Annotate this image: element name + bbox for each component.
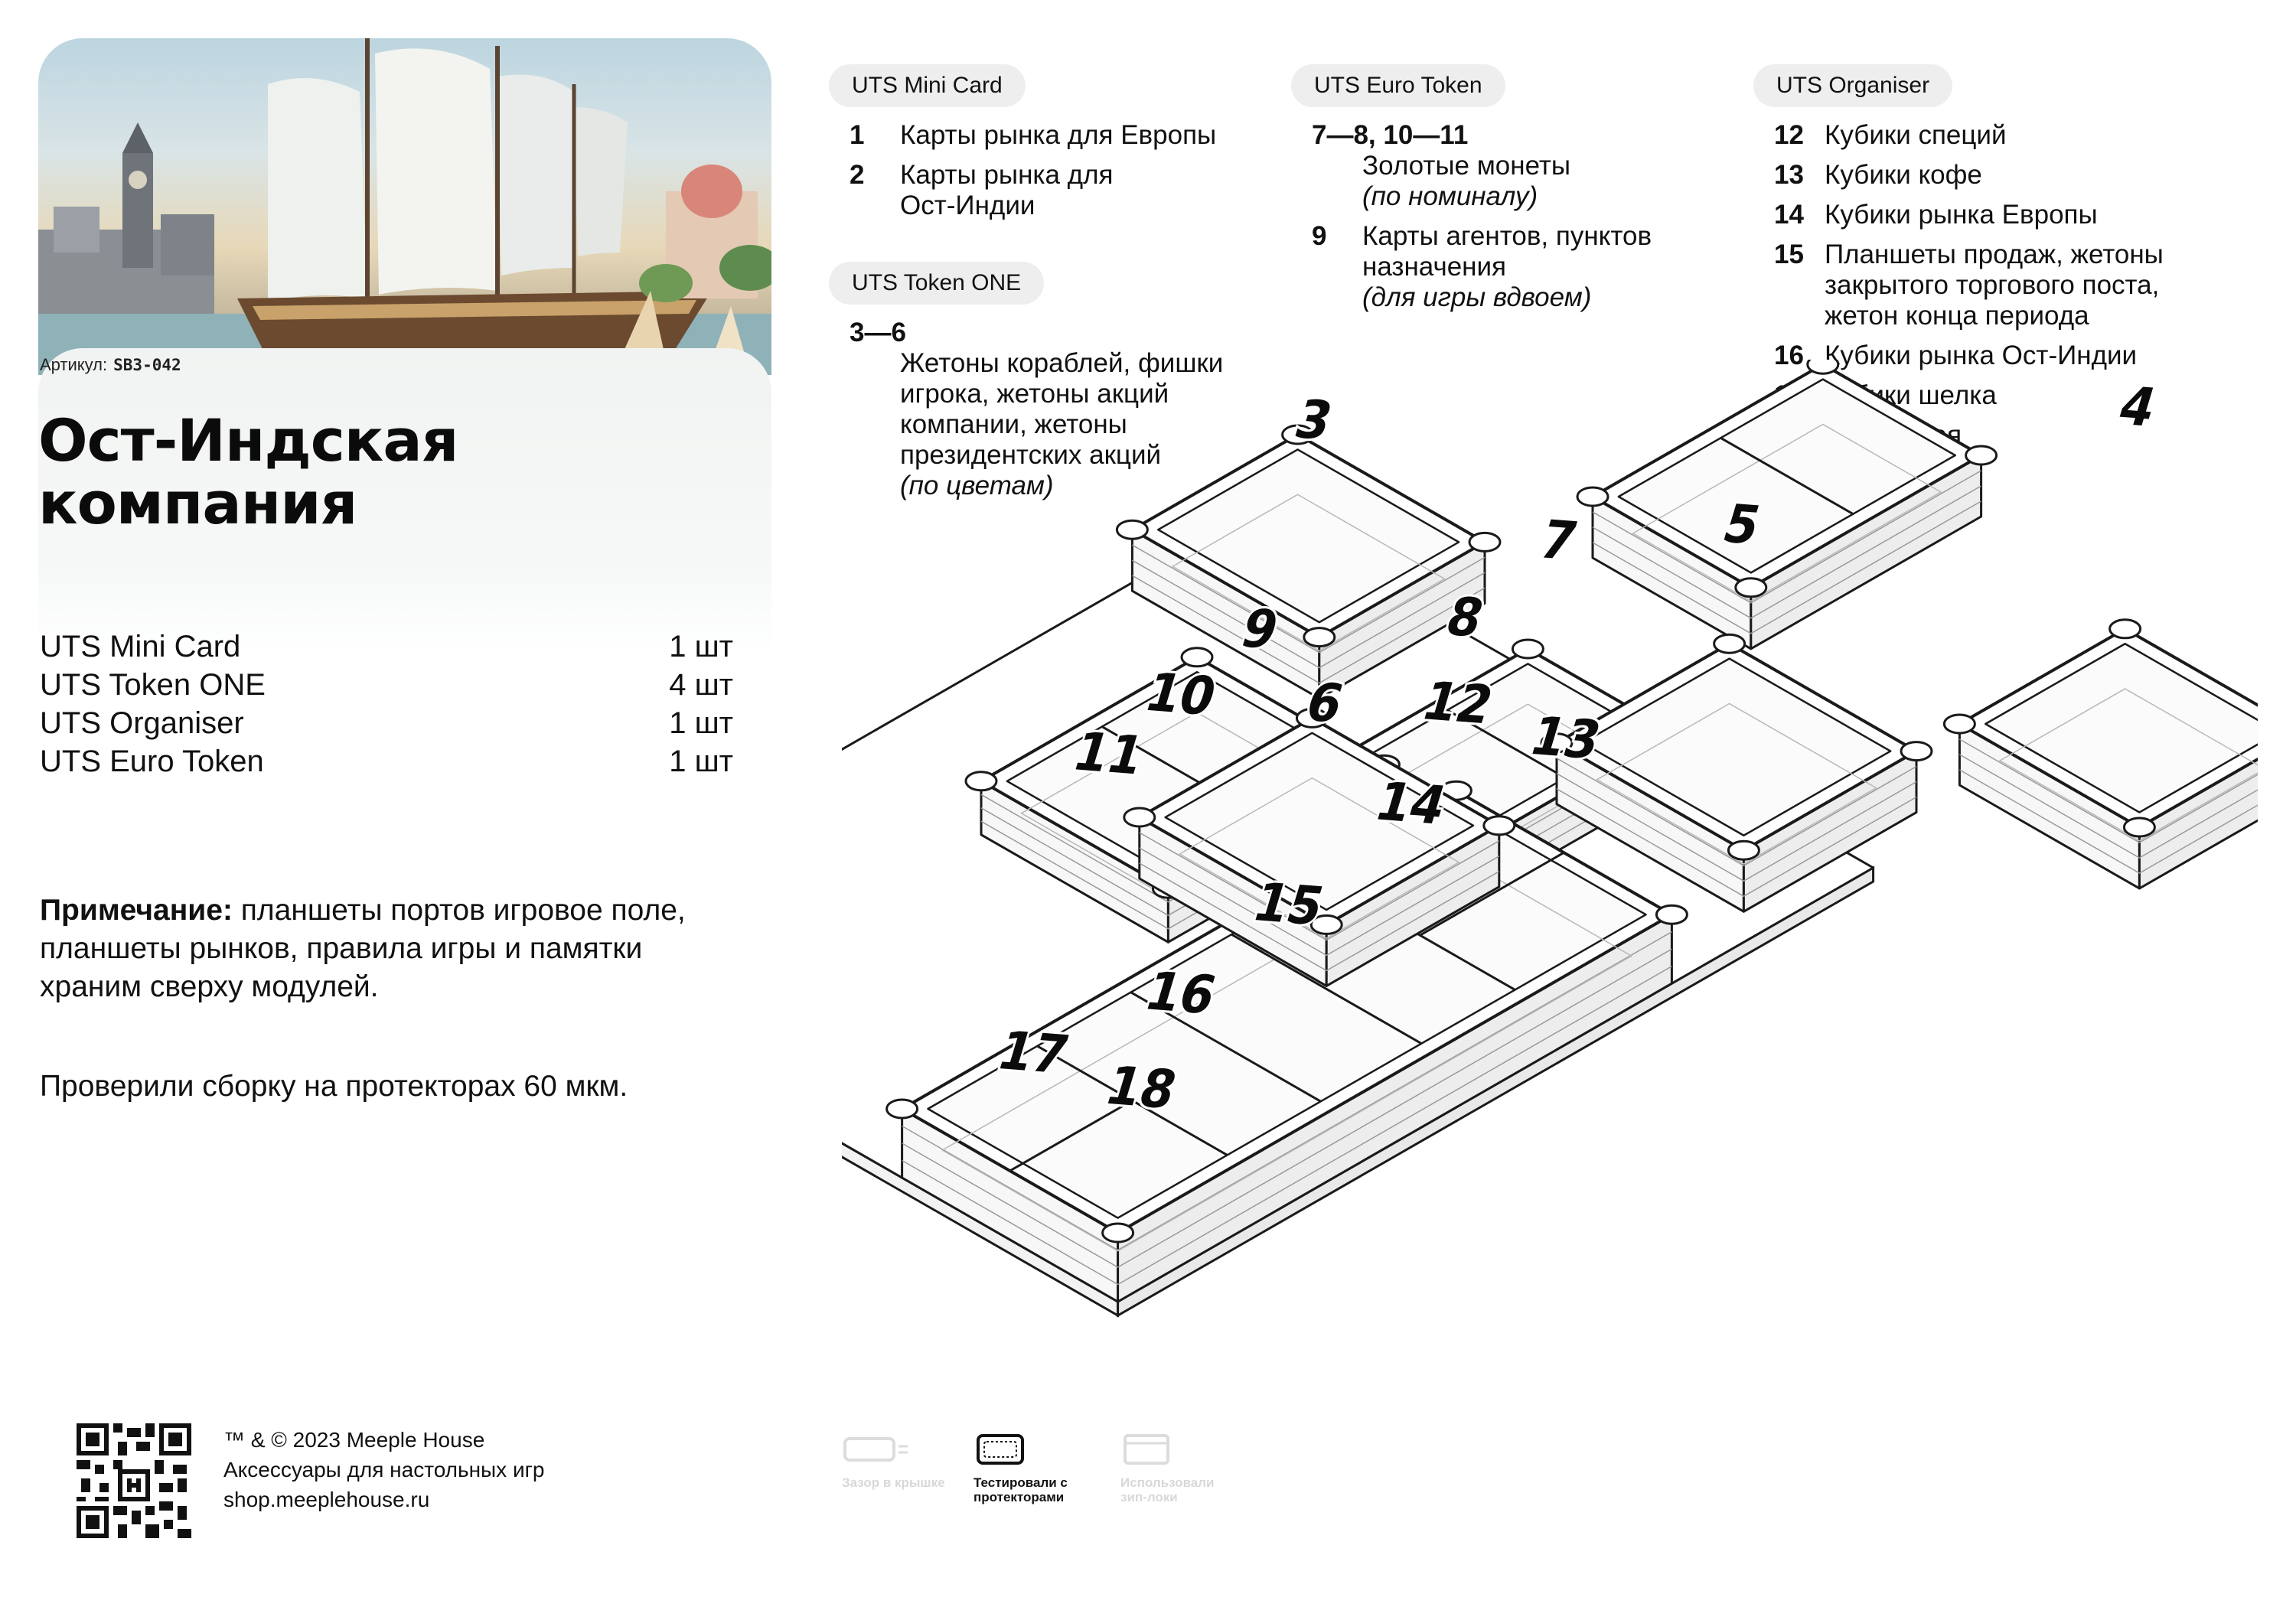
contents-name: UTS Mini Card <box>40 630 241 663</box>
lid-gap-icon <box>843 1437 908 1462</box>
compartment-label-4: 4 <box>2112 376 2163 438</box>
badge-label: Зазор в крышке <box>842 1475 945 1490</box>
legend-title-organiser: UTS Organiser <box>1753 64 1953 107</box>
card-sleeve-icon <box>977 1434 1024 1465</box>
tray-token-5 <box>1540 633 1933 913</box>
badge-label: Тестировали с протекторами <box>974 1475 1068 1504</box>
compartment-label-3: 3 <box>1288 389 1339 451</box>
contents-qty: 1 шт <box>669 630 733 663</box>
sku: Артикул: SB3-042 <box>40 355 181 375</box>
contents-qty: 1 шт <box>669 745 733 778</box>
copyright: ™ & © 2023 Meeple House <box>223 1428 485 1452</box>
qr-code-icon[interactable] <box>77 1423 191 1538</box>
legend-item: 16 Кубики рынка Ост-Индии <box>1774 341 2233 371</box>
sku-value: SB3-042 <box>113 356 181 374</box>
tray-organiser <box>885 780 1688 1303</box>
legend-range: 3—6 <box>850 318 906 347</box>
tray-token-3 <box>1115 424 1502 700</box>
contents-row: UTS Token ONE 4 шт <box>40 666 733 704</box>
legend-text: Планшеты продаж, жетоны закрытого торгов… <box>1825 240 2164 331</box>
legend-title-token-one: UTS Token ONE <box>829 262 1045 305</box>
compartment-label-7: 7 <box>1533 509 1584 572</box>
badge-protectors: Тестировали с протекторами <box>974 1431 1088 1504</box>
legend-item: 15 Планшеты продаж, жетоны закрытого торг… <box>1774 240 2233 331</box>
legend-item: 1 Карты рынка для Европы <box>850 120 1278 151</box>
tray-mini-card <box>1576 360 1998 650</box>
ship-harbor-illustration <box>38 38 771 375</box>
tray-token-4 <box>1942 618 2258 890</box>
contents-name: UTS Organiser <box>40 706 244 740</box>
tray-token-6 <box>1123 707 1516 987</box>
legend-num: 13 <box>1774 160 1804 190</box>
legend-item: 9 Карты агентов, пунктов назначения <box>1312 221 1725 282</box>
zip-lock-icon <box>1124 1434 1169 1465</box>
note-text: планшеты портов игровое поле, планшеты р… <box>40 894 686 1003</box>
legend-num: 14 <box>1774 200 1804 230</box>
legend-num: 15 <box>1774 240 1804 269</box>
hero-illustration <box>38 38 771 375</box>
legend-mini-card: 1 Карты рынка для Европы 2 Карты рынка для… <box>850 120 1278 230</box>
legend-item: 13 Кубики кофе <box>1774 160 2233 191</box>
contents-row: UTS Mini Card 1 шт <box>40 627 733 666</box>
contents-row: UTS Euro Token 1 шт <box>40 742 733 781</box>
legend-item: 14 Кубики рынка Европы <box>1774 200 2233 230</box>
legend-num: 2 <box>850 160 865 190</box>
note: Примечание: планшеты портов игровое поле… <box>40 892 698 1006</box>
legend-text: Карты рынка для Европы <box>900 120 1217 150</box>
legend-title-euro-token: UTS Euro Token <box>1291 64 1505 107</box>
contents-name: UTS Euro Token <box>40 745 264 778</box>
badge-lid-gap: Зазор в крышке <box>842 1431 957 1490</box>
sku-label: Артикул: <box>40 355 108 374</box>
compartment-label-12: 12 <box>1415 670 1500 736</box>
title-line-1: Ост-Индская <box>38 406 458 474</box>
legend-text: Золотые монеты <box>1362 151 1571 181</box>
legend-note: (для игры вдвоем) <box>1362 282 1592 312</box>
contents-qty: 4 шт <box>669 668 733 702</box>
legend-euro-token: 7—8, 10—11 Золотые монеты (по номиналу) … <box>1312 120 1725 313</box>
product-card <box>38 38 771 1561</box>
legend-num: 16 <box>1774 341 1804 370</box>
legend-range: 7—8, 10—11 <box>1312 120 1469 150</box>
legend-text: Карты рынка для Ост-Индии <box>900 160 1114 220</box>
note-label: Примечание: <box>40 894 233 927</box>
legend-num: 9 <box>1312 221 1327 251</box>
legend-text: Карты агентов, пунктов назначения <box>1362 221 1652 282</box>
tagline: Аксессуары для настольных игр <box>223 1458 545 1482</box>
badge-label: Использовали зип-локи <box>1120 1475 1215 1504</box>
contents-name: UTS Token ONE <box>40 668 266 702</box>
legend-text: Кубики рынка Европы <box>1825 200 2098 230</box>
contents-list: UTS Mini Card 1 шт UTS Token ONE 4 шт UTS … <box>40 627 733 781</box>
legend-item: 2 Карты рынка для Ост-Индии <box>850 160 1278 221</box>
legend-text: Кубики специй <box>1825 120 2007 150</box>
legend-note: (по номиналу) <box>1362 181 1538 211</box>
legend-text: Жетоны кораблей, фишки игрока, жетоны ак… <box>900 348 1224 470</box>
organizer-layout-diagram: 123456789101112131415161718 <box>842 360 2258 1318</box>
shop-link[interactable]: shop.meeplehouse.ru <box>223 1488 430 1511</box>
legend-text: Кубики рынка Ост-Индии <box>1825 341 2138 370</box>
title-line-2: компания <box>38 469 357 537</box>
badge-zip-lock: Использовали зип-локи <box>1120 1431 1235 1504</box>
legend-note: (по цветам) <box>900 471 1054 500</box>
note-protectors: Проверили сборку на протекторах 60 мкм. <box>40 1070 628 1103</box>
legend-title-mini-card: UTS Mini Card <box>829 64 1026 107</box>
info-panel <box>38 348 771 1561</box>
legend-item: 12 Кубики специй <box>1774 120 2233 151</box>
legend-num: 1 <box>850 120 865 150</box>
contents-row: UTS Organiser 1 шт <box>40 704 733 742</box>
footer: ™ & © 2023 Meeple House Аксессуары для н… <box>223 1425 544 1514</box>
legend-text: Кубики кофе <box>1825 160 1982 190</box>
legend-num: 12 <box>1774 120 1804 150</box>
legend-token-one: 3—6 Жетоны кораблей, фишки игрока, жетон… <box>850 318 1278 501</box>
contents-qty: 1 шт <box>669 706 733 740</box>
product-title: Ост-Индская компания <box>38 409 696 535</box>
